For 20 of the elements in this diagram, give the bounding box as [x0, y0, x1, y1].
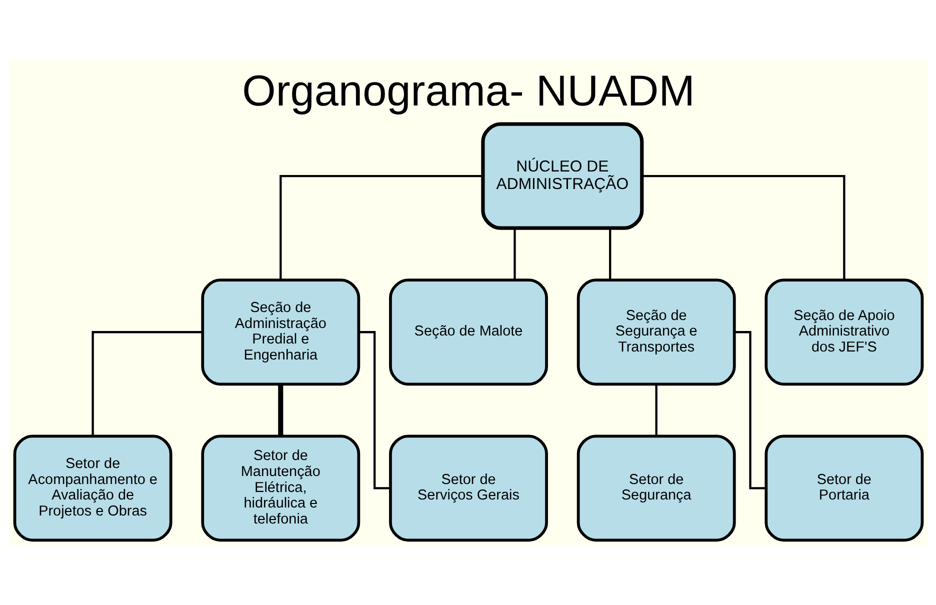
connector: [642, 174, 845, 280]
node-box: Setor de Manutenção Elétrica, hidráulica e telefonia: [200, 434, 360, 542]
connector: [278, 384, 283, 436]
connector: [513, 228, 516, 280]
node-box: Seção de Apoio Administrativo dos JEF'S: [764, 278, 924, 386]
connector: [734, 331, 766, 490]
connector: [279, 174, 482, 280]
connector: [654, 384, 657, 436]
connector: [358, 331, 390, 490]
node-box: Setor de Serviços Gerais: [388, 434, 548, 542]
diagram-title: Organograma- NUADM: [242, 67, 694, 116]
node-box: Seção de Administração Predial e Engenharia: [200, 278, 360, 386]
node-box: NÚCLEO DE ADMINISTRAÇÃO: [480, 122, 644, 230]
connector: [608, 228, 611, 280]
node-box: Setor de Acompanhamento e Avaliação de Projetos e Obras: [12, 434, 172, 542]
node-box: Seção de Segurança e Transportes: [576, 278, 736, 386]
node-box: Seção de Malote: [388, 278, 548, 386]
node-box: Setor de Segurança: [576, 434, 736, 542]
connector: [91, 331, 202, 436]
node-box: Setor de Portaria: [764, 434, 924, 542]
